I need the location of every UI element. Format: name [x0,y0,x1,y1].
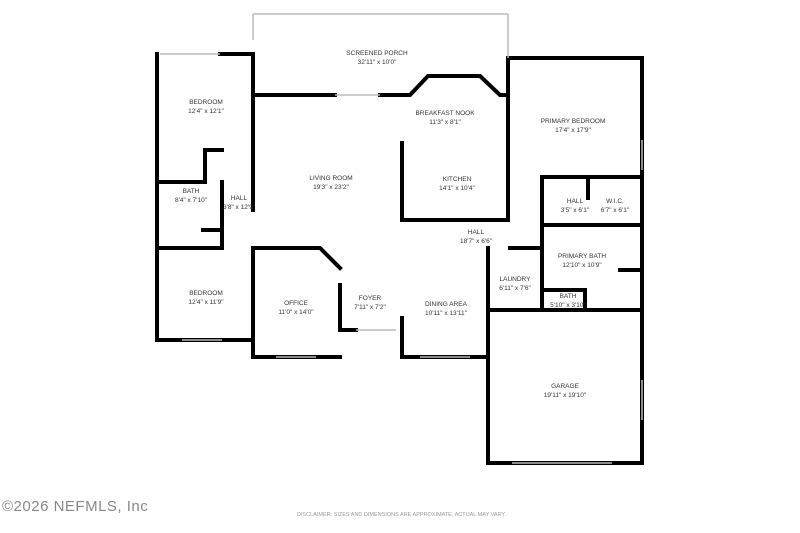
room-dim: 19'3" x 23'2" [313,184,349,191]
wall [155,148,224,184]
room-dim: 10'11" x 13'11" [425,310,467,317]
room-bath-2: BATH 5'10" x 3'10" [550,292,586,310]
wall [486,56,644,312]
room-name: LAUNDRY [499,276,531,283]
wall [201,180,224,232]
room-name: BATH [559,293,577,300]
wall [338,283,358,332]
room-name: HALL [566,198,584,205]
room-name: BATH [182,188,200,195]
room-name: LIVING ROOM [309,175,353,182]
room-primary-bath: PRIMARY BATH 12'10" x 10'9" [558,252,606,270]
room-dim: 3'5" x 6'1" [560,207,590,214]
room-name: BREAKFAST NOOK [415,110,475,117]
room-dim: 6'11" x 7'6" [499,285,531,292]
room-name: DINING AREA [425,301,467,308]
room-name: BEDROOM [189,290,223,297]
room-dim: 14'1" x 10'4" [439,185,475,192]
room-dim: 12'4" x 11'9" [188,299,224,306]
room-name: GARAGE [551,383,579,390]
wall [251,246,343,271]
room-dim: 18'7" x 6'6" [459,238,493,245]
room-dim: 11'0" x 14'0" [278,309,314,316]
copyright-watermark: ©2026 NEFMLS, Inc [2,498,149,515]
room-name: KITCHEN [442,176,472,183]
room-dim: 17'4" x 17'9" [555,127,591,134]
room-bedroom-2: BEDROOM 12'4" x 11'9" [188,289,223,307]
wall [400,56,510,222]
wall [540,288,587,312]
wall [155,228,224,250]
wall [218,52,255,212]
room-living-room: LIVING ROOM 19'3" x 23'2" [309,174,352,192]
room-name: HALL [230,195,248,202]
wall [378,74,510,97]
room-dining-area: DINING AREA 10'11" x 13'11" [425,300,467,318]
room-name: OFFICE [284,300,308,307]
room-name: PRIMARY BATH [557,253,607,260]
room-breakfast-nook: BREAKFAST NOOK 11'3" x 8'1" [415,109,474,127]
room-laundry: LAUNDRY 6'11" x 7'6" [499,275,531,293]
room-name: W.I.C. [606,198,624,205]
room-dim: 6'7" x 6'1" [600,207,630,214]
room-foyer: FOYER 7'11" x 7'2" [354,294,386,312]
room-wic: W.I.C. 6'7" x 6'1" [601,197,629,215]
room-office: OFFICE 11'0" x 14'0" [278,299,313,317]
room-bedroom-1: BEDROOM 12'4" x 12'1" [188,98,224,116]
room-dim: 12'4" x 12'1" [188,108,224,115]
room-dim: 12'10" x 10'9" [562,262,602,269]
room-name: PRIMARY BEDROOM [540,118,606,125]
room-garage: GARAGE 19'11" x 19'10" [544,382,586,400]
room-name: FOYER [358,295,382,302]
wall [400,316,490,359]
room-dim: 8'4" x 7'10" [174,197,208,204]
room-dim: 19'11" x 19'10" [543,392,587,399]
room-name: SCREENED PORCH [346,50,408,57]
room-hall-3: HALL 18'7" x 6'6" [460,228,492,246]
wall [540,175,644,227]
disclaimer: DISCLAIMER: SIZES AND DIMENSIONS ARE APP… [297,512,506,518]
room-dim: 7'11" x 7'2" [354,304,386,311]
room-bath-1: BATH 8'4" x 7'10" [175,187,207,205]
room-dim: 11'3" x 8'1" [429,119,461,126]
room-screened-porch: SCREENED PORCH 32'11" x 10'0" [346,49,407,67]
room-dim: 3'8" x 12'9" [222,204,256,211]
room-kitchen: KITCHEN 14'1" x 10'4" [439,175,475,193]
room-hall-2: HALL 3'5" x 6'1" [561,197,589,215]
room-dim: 32'11" x 10'0" [357,59,397,66]
room-dim: 5'10" x 3'10" [550,302,586,309]
room-name: BEDROOM [189,99,223,106]
windows [160,13,643,464]
room-name: HALL [467,229,485,236]
room-primary-bedroom: PRIMARY BEDROOM 17'4" x 17'9" [541,117,606,135]
room-hall-1: HALL 3'8" x 12'9" [223,194,255,212]
